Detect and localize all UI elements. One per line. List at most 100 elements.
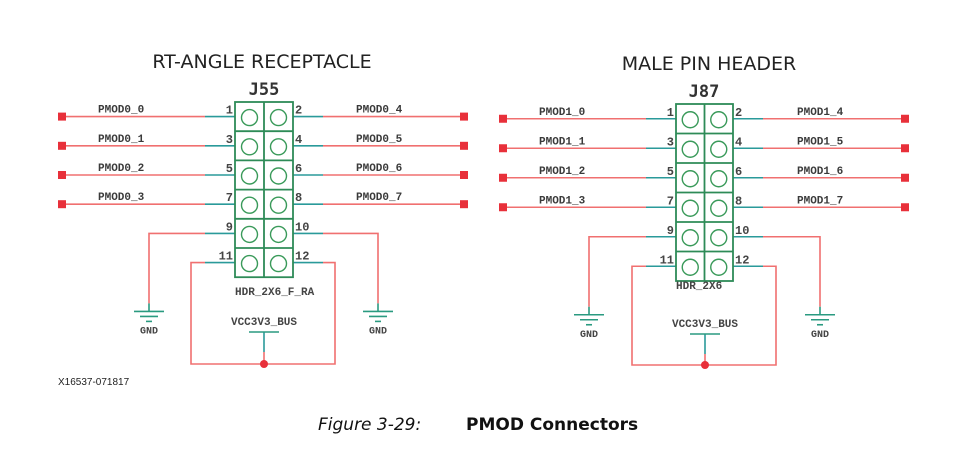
- pin-number: 1: [226, 104, 233, 118]
- gnd-wire: [148, 232, 205, 304]
- net-label: PMOD1_3: [539, 195, 586, 207]
- gnd-label: GND: [369, 326, 387, 337]
- pin-number: 6: [295, 162, 302, 176]
- net-label: PMOD1_6: [797, 166, 843, 178]
- pin-hole-icon: [269, 138, 288, 156]
- junction-dot: [260, 360, 268, 368]
- net-label: PMOD1_5: [797, 136, 844, 148]
- net-terminal: [460, 171, 468, 179]
- pin-hole-icon: [710, 111, 728, 129]
- ground-symbol-icon: [363, 303, 393, 323]
- pin-number: 8: [295, 191, 302, 205]
- pin-number: 5: [226, 162, 233, 176]
- net-label: PMOD0_0: [98, 105, 144, 117]
- pin-number: 7: [667, 194, 674, 208]
- net-label: PMOD0_5: [356, 134, 403, 146]
- pin-hole-icon: [269, 167, 288, 185]
- connector-title: MALE PIN HEADER: [622, 53, 796, 75]
- net-label: PMOD0_7: [356, 192, 402, 204]
- connector-body: [234, 101, 294, 279]
- ground-symbol-icon: [574, 306, 604, 326]
- caption-number: Figure 3-29:: [318, 415, 421, 435]
- pin-hole-icon: [681, 199, 699, 217]
- pin-hole-icon: [710, 199, 728, 217]
- pin-hole-icon: [269, 108, 288, 127]
- net-terminal: [58, 112, 66, 121]
- connector-body: [675, 103, 734, 282]
- pin-number: 12: [735, 253, 749, 267]
- pin-hole-icon: [240, 167, 259, 185]
- pin-number: 3: [226, 133, 233, 147]
- pin-hole-icon: [681, 229, 699, 247]
- power-label: VCC3V3_BUS: [231, 317, 297, 329]
- net-label: PMOD0_4: [356, 105, 403, 117]
- pin-number: 5: [667, 165, 674, 179]
- net-label: PMOD1_1: [539, 136, 586, 148]
- net-terminal: [499, 173, 507, 182]
- pin-number: 10: [735, 224, 749, 238]
- reference-designator: J55: [249, 80, 280, 100]
- pin-number: 10: [295, 220, 309, 234]
- net-terminal: [901, 173, 909, 182]
- net-label: PMOD0_3: [98, 192, 145, 204]
- pin-hole-icon: [240, 225, 259, 244]
- pin-hole-icon: [681, 170, 699, 188]
- net-terminal: [460, 112, 468, 121]
- pin-number: 2: [735, 106, 742, 120]
- caption-title: PMOD Connectors: [466, 415, 638, 435]
- drawing-id: X16537-071817: [58, 377, 130, 388]
- pin-number: 12: [295, 250, 309, 264]
- pin-number: 4: [295, 133, 302, 147]
- pin-number: 6: [735, 165, 742, 179]
- pin-number: 3: [667, 135, 674, 149]
- pin-hole-icon: [269, 225, 288, 244]
- pin-hole-icon: [710, 140, 728, 158]
- pin-hole-icon: [240, 254, 259, 273]
- pin-number: 9: [667, 224, 674, 238]
- pin-number: 8: [735, 194, 742, 208]
- pin-hole-icon: [681, 111, 699, 129]
- pin-number: 4: [735, 135, 742, 149]
- net-terminal: [58, 141, 66, 150]
- net-terminal: [460, 141, 468, 150]
- gnd-label: GND: [140, 326, 158, 337]
- pin-number: 11: [660, 253, 674, 267]
- pin-number: 9: [226, 220, 233, 234]
- net-label: PMOD1_2: [539, 166, 585, 178]
- pin-hole-icon: [710, 229, 728, 247]
- net-terminal: [58, 200, 66, 209]
- gnd-label: GND: [811, 330, 829, 341]
- net-label: PMOD1_7: [797, 195, 843, 207]
- part-number: HDR_2X6_F_RA: [235, 287, 315, 299]
- power-label: VCC3V3_BUS: [672, 319, 738, 331]
- net-label: PMOD1_0: [539, 107, 585, 119]
- net-terminal: [499, 203, 507, 212]
- net-terminal: [499, 144, 507, 153]
- pin-number: 11: [219, 250, 233, 264]
- gnd-wire: [323, 232, 379, 304]
- pin-hole-icon: [710, 258, 728, 276]
- net-label: PMOD0_2: [98, 163, 144, 175]
- pin-hole-icon: [269, 196, 288, 214]
- net-terminal: [499, 114, 507, 123]
- net-terminal: [901, 114, 909, 123]
- reference-designator: J87: [689, 82, 720, 102]
- pin-number: 2: [295, 104, 302, 118]
- pin-number: 7: [226, 191, 233, 205]
- gnd-wire: [763, 235, 821, 307]
- gnd-label: GND: [580, 330, 598, 341]
- net-label: PMOD0_1: [98, 134, 145, 146]
- gnd-wire: [588, 235, 646, 307]
- pin-hole-icon: [240, 196, 259, 214]
- ground-symbol-icon: [134, 303, 164, 323]
- pin-number: 1: [667, 106, 674, 120]
- net-terminal: [58, 171, 66, 179]
- pin-hole-icon: [240, 108, 259, 127]
- junction-dot: [701, 361, 709, 369]
- connector-title: RT-ANGLE RECEPTACLE: [152, 51, 371, 73]
- pin-hole-icon: [681, 258, 699, 276]
- pin-hole-icon: [240, 138, 259, 156]
